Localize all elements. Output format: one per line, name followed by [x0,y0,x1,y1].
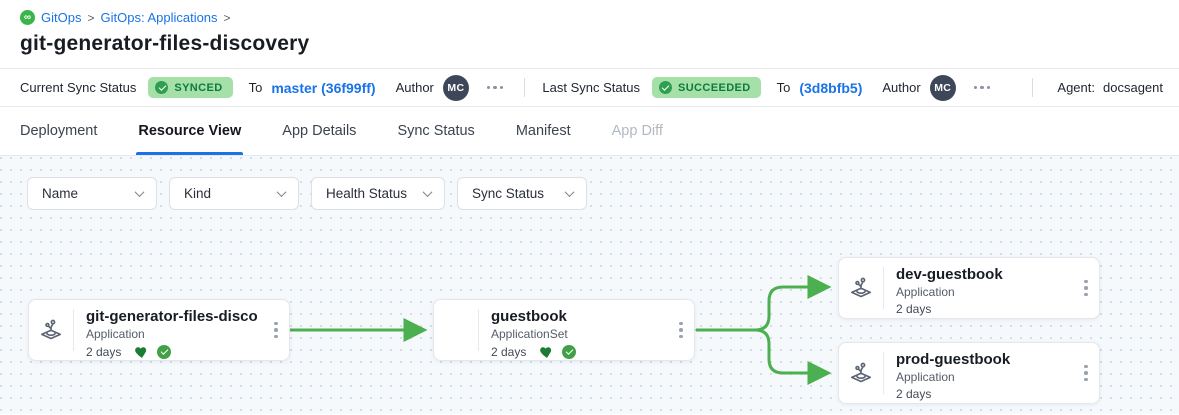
gitops-logo-icon: ∞ [20,10,35,25]
node-icon-column [434,309,479,351]
node-body: guestbook ApplicationSet 2 days [479,300,668,360]
filter-health-status-label: Health Status [326,186,408,201]
status-bar-divider [524,78,526,97]
node-title: guestbook [491,308,567,325]
node-icon-column [29,309,74,351]
last-sync-more-menu-icon[interactable] [970,80,995,96]
last-sync-author-avatar[interactable]: MC [929,74,956,101]
chevron-down-icon [422,187,433,198]
current-sync-author-avatar[interactable]: MC [442,74,469,101]
breadcrumb: ∞ GitOps > GitOps: Applications > [20,10,1159,25]
page-header: ∞ GitOps > GitOps: Applications > git-ge… [0,0,1179,68]
current-sync-revision-link[interactable]: master (36f99ff) [271,79,376,96]
node-age: 2 days [491,345,527,359]
node-age: 2 days [896,387,932,401]
breadcrumb-separator: > [87,10,95,25]
node-kebab-menu-icon[interactable] [1073,258,1099,318]
node-kebab-menu-icon[interactable] [668,300,694,360]
check-circle-icon [155,81,169,94]
node-kind: ApplicationSet [491,327,568,341]
current-sync-group: Current Sync Status SYNCED To master (36… [20,74,508,101]
tab-bar: Deployment Resource View App Details Syn… [0,107,1179,156]
current-sync-badge-label: SYNCED [174,81,223,94]
last-sync-author-label: Author [882,80,921,95]
node-body: git-generator-files-disco... Application… [74,300,263,360]
tab-resource-view[interactable]: Resource View [136,107,244,155]
chevron-down-icon [276,187,287,198]
node-kind: Application [896,370,955,384]
graph-node-dev-guestbook[interactable]: dev-guestbook Application 2 days [838,257,1100,319]
node-title: prod-guestbook [896,351,1011,368]
filter-sync-status-dropdown[interactable]: Sync Status [457,177,587,210]
argo-application-icon [850,362,872,383]
node-meta: 2 days [896,302,1067,316]
tab-app-details[interactable]: App Details [282,123,357,139]
filter-name-label: Name [42,186,79,201]
breadcrumb-separator: > [223,10,231,25]
node-kind: Application [896,285,955,299]
filter-health-status-dropdown[interactable]: Health Status [311,177,445,210]
node-body: dev-guestbook Application 2 days [884,258,1073,318]
filter-sync-status-label: Sync Status [472,186,545,201]
last-sync-revision-link[interactable]: (3d8bfb5) [799,79,863,96]
current-sync-to-label: To [248,80,263,95]
filter-kind-dropdown[interactable]: Kind [169,177,299,210]
node-body: prod-guestbook Application 2 days [884,343,1073,403]
tab-deployment[interactable]: Deployment [20,123,98,139]
node-meta: 2 days [491,344,662,360]
sync-status-bar: Current Sync Status SYNCED To master (36… [0,68,1179,107]
chevron-down-icon [564,187,575,198]
node-age: 2 days [896,302,932,316]
current-sync-label: Current Sync Status [20,80,137,95]
check-circle-icon [658,81,672,94]
node-icon-column [839,352,884,394]
health-heart-icon [134,344,150,360]
filter-kind-label: Kind [184,186,212,201]
agent-label: Agent: [1057,80,1095,95]
filter-name-dropdown[interactable]: Name [27,177,157,210]
tab-sync-status[interactable]: Sync Status [397,123,475,139]
breadcrumb-link-gitops[interactable]: GitOps [41,10,82,25]
node-meta: 2 days [896,387,1067,401]
node-kebab-menu-icon[interactable] [1073,343,1099,403]
node-title: git-generator-files-disco... [86,308,257,325]
argo-application-icon [850,277,872,298]
graph-filters: Name Kind Health Status Sync Status [27,177,587,210]
graph-node-prod-guestbook[interactable]: prod-guestbook Application 2 days [838,342,1100,404]
current-sync-status-badge: SYNCED [148,77,233,98]
node-kind: Application [86,327,145,341]
breadcrumb-link-applications[interactable]: GitOps: Applications [100,10,218,25]
sync-check-icon [157,345,172,359]
node-kebab-menu-icon[interactable] [263,300,289,360]
sync-check-icon [562,345,577,359]
graph-node-guestbook[interactable]: guestbook ApplicationSet 2 days [433,299,695,361]
agent-group: Agent: docsagent [1015,78,1163,97]
last-sync-group: Last Sync Status SUCCEEDED To (3d8bfb5) … [542,74,995,101]
current-sync-author-label: Author [395,80,434,95]
tab-app-diff: App Diff [611,123,663,139]
node-meta: 2 days [86,344,257,360]
node-icon-column [839,267,884,309]
health-heart-icon [539,344,555,360]
graph-node-git-generator-files-discovery[interactable]: git-generator-files-disco... Application… [28,299,290,361]
tab-manifest[interactable]: Manifest [515,123,571,139]
node-age: 2 days [86,345,122,359]
page-title: git-generator-files-discovery [20,32,310,55]
resource-graph-canvas[interactable]: Name Kind Health Status Sync Status [0,156,1179,414]
last-sync-badge-label: SUCCEEDED [677,81,751,94]
last-sync-to-label: To [776,80,791,95]
chevron-down-icon [134,187,145,198]
last-sync-status-badge: SUCCEEDED [651,77,761,98]
status-bar-divider [1032,78,1034,97]
last-sync-label: Last Sync Status [542,80,640,95]
node-title: dev-guestbook [896,266,1003,283]
argo-application-icon [40,319,62,340]
current-sync-more-menu-icon[interactable] [483,80,508,96]
agent-value: docsagent [1103,80,1163,95]
